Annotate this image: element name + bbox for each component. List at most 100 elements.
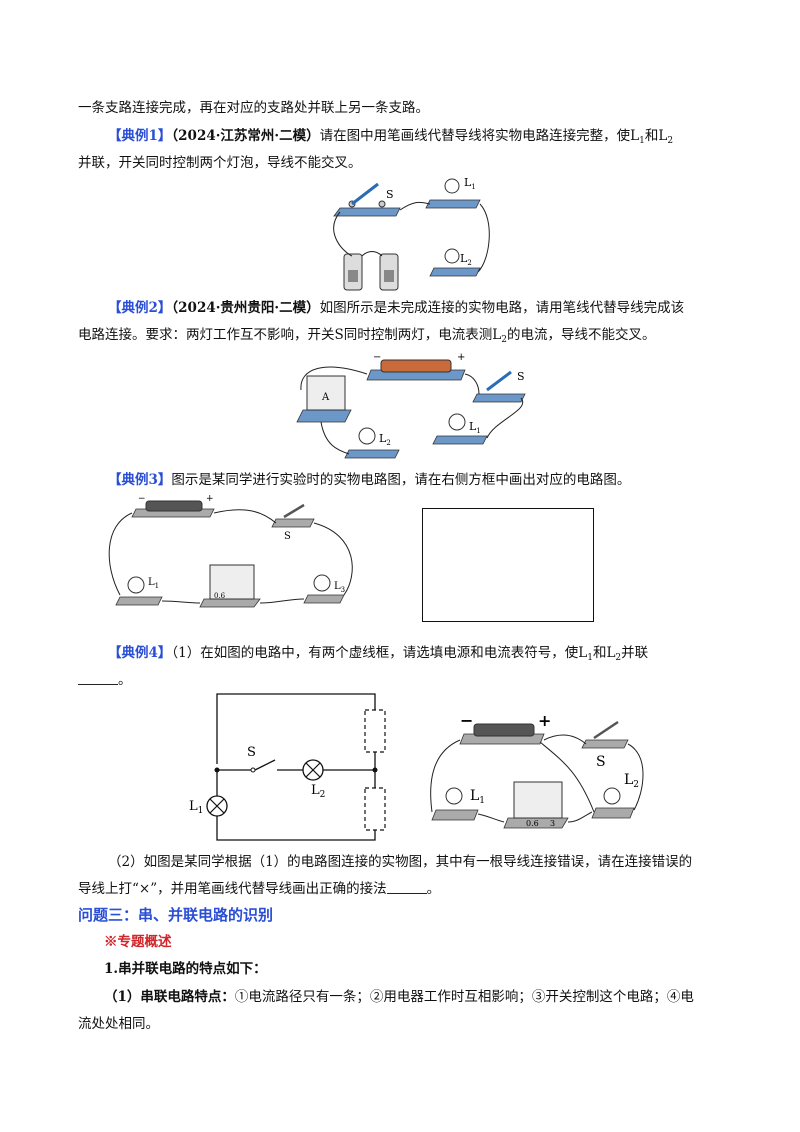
figure-2-l2-label: L2 (379, 432, 391, 447)
example-3-text: 图示是某同学进行实验时的实物电路图，请在右侧方框中画出对应的电路图。 (171, 472, 631, 488)
example-4-tag: 【典例4】 (108, 645, 172, 661)
figure-3-wire (161, 600, 201, 604)
figure-4-phys-wire (567, 811, 593, 823)
example-4-text-b: 。 (118, 672, 132, 688)
figure-4-phys-lamp-l1: L1 (431, 787, 485, 821)
example-4-line-1: 【典例4】（1）在如图的电路中，有两个虚线框，请选填电源和电流表符号，使L1和L… (108, 643, 648, 668)
example-1-text-a: 请在图中用笔画线代替导线将实物电路连接完整，使 (319, 128, 631, 144)
example-1-and: 和 (644, 128, 659, 144)
figure-4-schematic: S L2 L1 (189, 693, 386, 841)
example-1-line-2: 并联，开关同时控制两个灯泡，导线不能交叉。 (78, 153, 362, 173)
figure-4-switch-blade (254, 759, 276, 771)
figure-2-switch: S (472, 370, 526, 403)
answer-box[interactable] (422, 508, 594, 622)
intro-line: 一条支路连接完成，再在对应的支路处并联上另一条支路。 (78, 98, 429, 118)
figure-2-a-label: A (321, 392, 330, 403)
example-2-line-1: 【典例2】（2024·贵州贵阳·二模）如图所示是未完成连接的实物电路，请用笔线代… (108, 298, 684, 318)
figure-1-wire (399, 201, 431, 211)
figure-4-phys-l2-label: L2 (624, 772, 639, 790)
example-1-l1: L1 (630, 128, 645, 146)
figure-1-lamp-l1: L1 (425, 176, 481, 209)
figure-3-plus: + (206, 494, 214, 504)
figure-2-circuit: − + A S L2 L1 (296, 352, 526, 459)
figure-2-wire (320, 421, 350, 455)
figure-2-ammeter: A (296, 375, 352, 423)
figure-1-l1-label: L1 (464, 176, 476, 191)
figure-2-wire (464, 373, 480, 395)
intro-text: 一条支路连接完成，再在对应的支路处并联上另一条支路。 (78, 100, 429, 116)
example-4-blank-1[interactable] (78, 672, 118, 685)
example-1-tag: 【典例1】 (108, 128, 172, 144)
figure-3-wire (259, 598, 305, 604)
figure-3-scale: 0.6 (214, 592, 226, 600)
figure-2-wire (486, 397, 524, 439)
figure-4-switch: S (581, 720, 629, 770)
example-3-line: 【典例3】图示是某同学进行实验时的实物电路图，请在右侧方框中画出对应的电路图。 (108, 470, 630, 490)
figure-4-phys-s-label: S (596, 754, 606, 770)
example-4-blank-2[interactable] (386, 881, 427, 894)
point-1-1-text: ①电流路径只有一条；②用电器工作时互相影响；③开关控制这个电路；④电 (234, 989, 694, 1005)
point-1-1-line: （1）串联电路特点：①电流路径只有一条；②用电器工作时互相影响；③开关控制这个电… (104, 987, 694, 1007)
figure-4-dashed-box-bottom (364, 787, 386, 831)
example-2-text-b2: 的电流，导线不能交叉。 (506, 327, 656, 343)
figure-4-lamp-l2: L2 (302, 759, 325, 800)
example-4-line-2: 。 (78, 670, 132, 690)
example-3-tag: 【典例3】 (108, 472, 172, 488)
figure-4-phys-wire (477, 813, 505, 823)
figure-2-minus: − (373, 352, 381, 363)
example-4-text-a: （1）在如图的电路中，有两个虚线框，请选填电源和电流表符号，使L (171, 645, 588, 661)
example-1-line-1: 【典例1】（2024·江苏常州·二模）请在图中用笔画线代替导线将实物电路连接完整… (108, 126, 673, 151)
figure-3-circuit: − + S L1 0.6 L3 (108, 494, 353, 608)
figure-1-batteries (343, 253, 399, 291)
figure-2-lamp-l1: L1 (432, 413, 488, 445)
figure-4-switch-contact (250, 767, 256, 773)
figure-4-l2-label: L2 (311, 783, 325, 800)
figure-3-lamp-l3: L3 (303, 574, 345, 604)
figure-4-s-label: S (247, 745, 256, 760)
example-4-part-2-text-c: 。 (426, 881, 441, 897)
example-1-source: （2024·江苏常州·二模） (171, 128, 320, 144)
example-4-sub-2: 2 (615, 653, 622, 663)
example-4-sub-1: 1 (587, 653, 593, 663)
figure-1-s-label: S (386, 188, 394, 201)
example-4-and: 和L (592, 645, 616, 661)
example-2-tag: 【典例2】 (108, 300, 172, 316)
figure-4-physical: − + S L1 0.6 3 L2 (430, 711, 644, 829)
figure-3-l3-label: L3 (334, 581, 345, 594)
figure-4-minus: − (460, 711, 473, 730)
figure-4-dashed-box-top (364, 709, 386, 753)
figure-3-l1-label: L1 (148, 577, 159, 590)
example-4-end: 并联 (621, 645, 649, 661)
example-1-text-b: 并联，开关同时控制两个灯泡，导线不能交叉。 (78, 155, 362, 171)
figure-3-wire (313, 522, 353, 596)
example-2-source: （2024·贵州贵阳·二模） (171, 300, 320, 316)
figure-1-lamp-l2: L2 (429, 248, 481, 277)
figure-4-scale-3: 3 (550, 819, 555, 828)
figure-4-phys-lamp-l2: L2 (591, 772, 639, 819)
figure-4-battery: − + (459, 711, 551, 745)
figure-1-switch: S (333, 182, 401, 217)
example-4-part-2-line-1: （2）如图是某同学根据（1）的电路图连接的实物图，其中有一根导线连接错误，请在连… (108, 852, 692, 872)
figure-1-wire (361, 251, 383, 257)
figure-4-lamp-l1: L1 (189, 795, 228, 817)
figure-2-wire (300, 366, 368, 391)
figure-2-l1-label: L1 (469, 420, 481, 435)
figure-3-ammeter: 0.6 (199, 564, 261, 608)
figure-3-wire (108, 512, 133, 596)
figure-4-wire (216, 816, 376, 841)
point-1-1-label: （1）串联电路特点： (104, 989, 235, 1005)
figure-1-circuit: S L1 L2 (333, 176, 490, 291)
overview-heading: ※专题概述 (104, 934, 172, 950)
point-1-1-cont-line: 流处处相同。 (78, 1014, 159, 1034)
figure-3-wire (213, 509, 277, 524)
example-2-line-2: 电路连接。要求：两灯工作互不影响，开关S同时控制两灯，电流表测L2的电流，导线不… (78, 325, 655, 350)
example-4-part-2-text-b: 导线上打“×”，并用笔画线代替导线画出正确的接法 (78, 881, 387, 897)
figure-1-wire (477, 203, 490, 273)
figure-3-minus: − (138, 494, 146, 504)
figure-1-wire (333, 211, 353, 257)
figure-4-phys-wire (543, 734, 587, 745)
example-2-text-a: 如图所示是未完成连接的实物电路，请用笔线代替导线完成该 (319, 300, 685, 316)
example-2-text-b1: 电路连接。要求：两灯工作互不影响，开关S同时控制两灯，电流表测 (78, 327, 493, 343)
figure-4-l1-label: L1 (189, 799, 203, 816)
figure-3-switch: S (271, 503, 315, 542)
